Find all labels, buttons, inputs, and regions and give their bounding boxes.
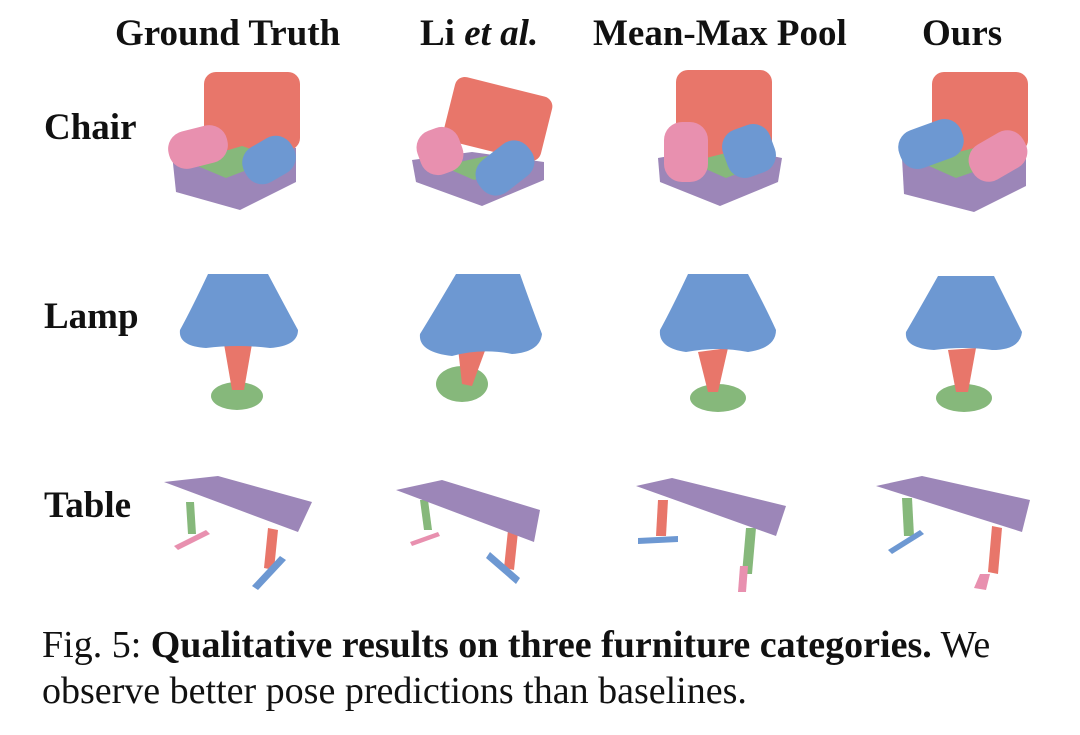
chair-arm-right (475, 140, 535, 196)
lamp-shade (179, 274, 298, 348)
lamp-shade (659, 274, 776, 352)
row-label-table: Table (44, 485, 132, 526)
table-leg-left (186, 502, 196, 534)
chair-arm-left (898, 118, 964, 170)
table-mean-max-pool (632, 470, 792, 620)
row-label-chair: Chair (44, 107, 137, 148)
caption-rest: We observe better pose predictions than … (42, 624, 991, 712)
lamp-stem (224, 344, 252, 390)
chair-ground-truth (158, 66, 318, 216)
lamp-li-et-al (402, 268, 562, 418)
table-leg-left (902, 498, 914, 536)
lamp-shade (905, 276, 1022, 350)
table-ours (876, 470, 1036, 620)
lamp-stem (948, 348, 976, 392)
chair-arm-right (242, 135, 296, 185)
lamp-shade (419, 274, 542, 356)
table-foot-right (738, 566, 748, 592)
table-leg-right (988, 526, 1002, 574)
caption-prefix: Fig. 5: (42, 624, 151, 666)
table-li-et-al (392, 470, 552, 620)
lamp-mean-max-pool (650, 268, 810, 418)
table-leg-right (742, 528, 756, 574)
table-leg-left (656, 500, 668, 536)
chair-mean-max-pool (650, 66, 810, 216)
table-leg-left (420, 500, 432, 530)
column-header-li-prefix: Li (420, 13, 465, 54)
chair-li-et-al (402, 66, 562, 216)
table-foot-left (410, 532, 440, 546)
table-foot-left (174, 530, 210, 550)
chair-ours (890, 66, 1050, 216)
table-ground-truth (158, 470, 318, 620)
lamp-ground-truth (158, 268, 318, 418)
table-leg-right (504, 530, 518, 570)
table-foot-right (974, 574, 990, 590)
table-top (164, 476, 312, 532)
column-header-ground-truth: Ground Truth (115, 13, 341, 54)
column-header-mean-max-pool: Mean-Max Pool (593, 13, 847, 54)
table-foot-left (888, 530, 924, 554)
lamp-stem (458, 348, 486, 386)
lamp-base (211, 382, 263, 410)
table-top (396, 480, 540, 542)
lamp-base (690, 384, 746, 412)
table-foot-left (638, 536, 678, 544)
caption-bold: Qualitative results on three furniture c… (150, 624, 932, 666)
table-leg-right (264, 528, 278, 570)
lamp-base (936, 384, 992, 412)
column-header-li-et-al: Li et al. (420, 12, 538, 55)
table-foot-right (486, 552, 520, 584)
table-foot-right (252, 556, 286, 590)
table-top (876, 476, 1030, 532)
column-header-ours: Ours (922, 13, 1003, 54)
chair-arm-right (722, 124, 776, 178)
row-label-lamp: Lamp (44, 296, 139, 337)
chair-arm-right (968, 130, 1028, 182)
chair-arm-left (168, 125, 228, 169)
chair-back (443, 77, 553, 161)
table-top (636, 478, 786, 536)
lamp-ours (890, 268, 1050, 418)
chair-arm-left (416, 126, 464, 176)
chair-back (204, 72, 300, 150)
figure-caption: Fig. 5: Qualitative results on three fur… (42, 622, 1052, 714)
column-header-li-italic: et al. (464, 13, 539, 54)
chair-arm-left (664, 122, 708, 182)
lamp-stem (698, 348, 728, 392)
